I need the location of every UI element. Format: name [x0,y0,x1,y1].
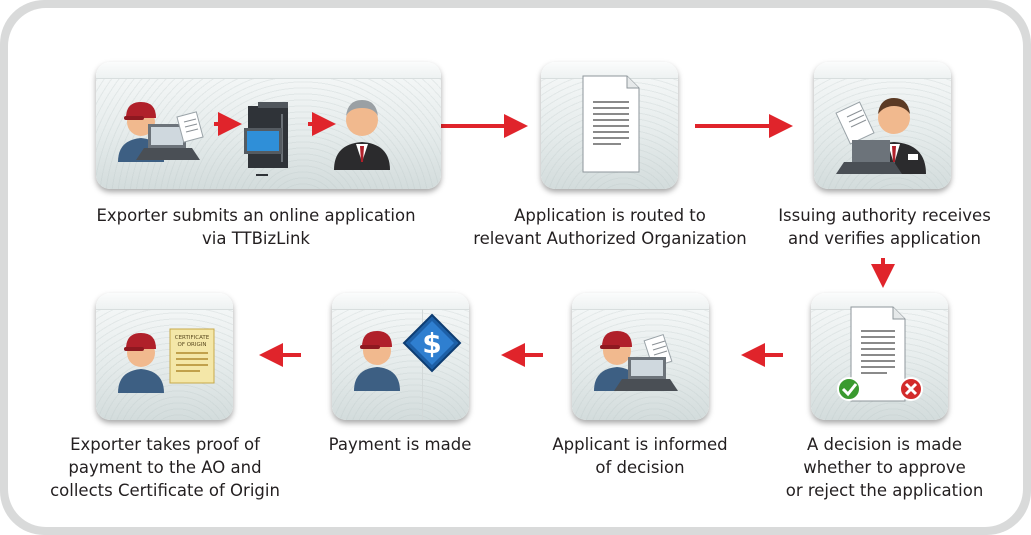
step4-caption: A decision is made whether to approve or… [762,433,1007,502]
step4-tile [811,293,948,420]
step3-illustration [835,98,926,174]
officer-person-icon [334,100,390,170]
step4-illustration [837,306,923,402]
step5-tile [572,293,709,420]
step2-tile [541,62,678,189]
step6-caption: Payment is made [300,433,500,456]
certificate-title-line1: CERTIFICATE [175,335,210,341]
step7-caption-line2: payment to the AO and [68,458,262,477]
step4-caption-line3: or reject the application [785,481,984,500]
step6-tile: $ [332,293,469,420]
laptop-icon [614,357,678,391]
step2-caption-line1: Application is routed to [514,206,706,225]
paper-icon [835,101,875,145]
decision-document-icon [850,306,906,402]
step4-caption-line1: A decision is made [806,435,963,454]
step5-caption-line2: of decision [595,458,685,477]
document-icon [176,111,204,143]
step3-caption-line2: and verifies application [788,229,981,248]
step7-caption: Exporter takes proof of payment to the A… [30,433,300,502]
step7-caption-line1: Exporter takes proof of [70,435,260,454]
step1-caption: Exporter submits an online application v… [56,204,456,250]
payer-person-icon [354,331,400,391]
step1-caption-line2: via TTBizLink [202,229,310,248]
laptop-icon [836,140,902,174]
routed-document-icon [582,75,640,173]
step7-illustration: CERTIFICATE OF ORIGIN [118,328,215,393]
certificate-title-line2: OF ORIGIN [177,342,206,348]
reject-cross-icon [899,377,923,401]
certificate-of-origin-icon: CERTIFICATE OF ORIGIN [169,328,215,384]
step5-caption: Applicant is informed of decision [520,433,760,479]
step6-illustration: $ [354,313,462,391]
step6-caption-line1: Payment is made [328,435,472,454]
approve-check-icon [837,377,861,401]
step3-caption: Issuing authority receives and verifies … [762,204,1007,250]
step3-caption-line1: Issuing authority receives [778,206,991,225]
server-computer-icon [244,102,288,176]
step2-illustration [582,75,640,173]
step7-caption-line3: collects Certificate of Origin [50,481,280,500]
step1-tile [96,62,441,189]
step2-caption: Application is routed to relevant Author… [460,204,760,250]
laptop-icon [136,124,200,160]
step2-caption-line2: relevant Authorized Organization [473,229,747,248]
step7-tile: CERTIFICATE OF ORIGIN [96,293,233,420]
step1-caption-line1: Exporter submits an online application [96,206,416,225]
step5-caption-line1: Applicant is informed [552,435,728,454]
step5-illustration [594,331,678,391]
step4-caption-line2: whether to approve [803,458,966,477]
step1-illustration [118,100,390,176]
currency-symbol: $ [422,327,441,360]
dollar-payment-icon: $ [402,313,462,373]
step3-tile [814,62,951,189]
exporter-person-icon [118,333,164,393]
